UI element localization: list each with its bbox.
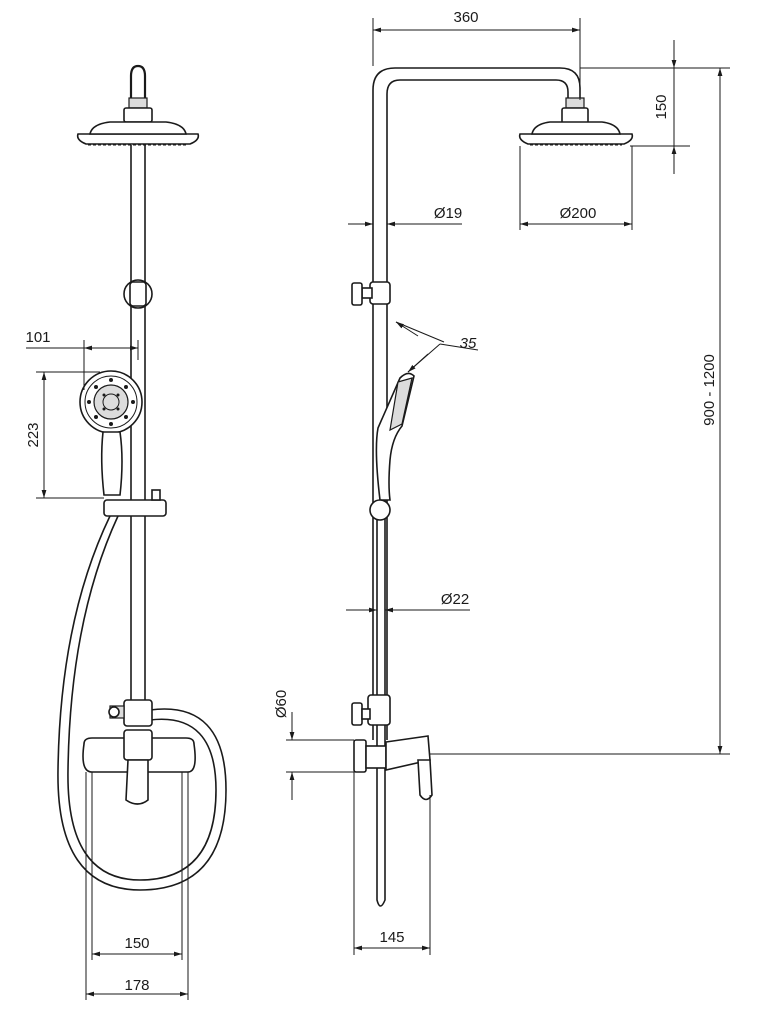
- dim-handshower-offset: 101: [25, 329, 50, 346]
- side-diverter: [367, 694, 391, 726]
- front-head-nut: [128, 97, 148, 109]
- dim-mixer-diameter: Ø60: [273, 690, 290, 718]
- dim-mixer-overall: 178: [124, 977, 149, 994]
- front-diverter: [123, 699, 153, 727]
- dimension-lines: [26, 18, 730, 1000]
- front-rain-head-top: [89, 121, 187, 135]
- dim-wall-offset: 145: [379, 929, 404, 946]
- front-mixer-lever: [125, 759, 149, 805]
- dim-top-width: 360: [453, 9, 478, 26]
- side-riser-inner: [386, 79, 569, 740]
- dim-height-range: 900 - 1200: [701, 354, 718, 426]
- front-hose-inner: [67, 515, 217, 881]
- side-view: [351, 67, 634, 907]
- side-upper-bracket: [369, 281, 391, 305]
- side-riser-outer: [372, 67, 581, 740]
- front-slider-holder: [103, 499, 167, 517]
- dimension-labels: 360 150 Ø19 Ø200 101 223 35 900 - 1200 Ø…: [25, 9, 718, 994]
- front-top-elbow: [129, 64, 147, 100]
- dim-head-drop: 150: [653, 94, 670, 119]
- front-view: [57, 64, 227, 891]
- front-hand-shower: [79, 370, 143, 496]
- side-mixer-wall-plate: [353, 739, 367, 773]
- side-slider: [369, 499, 391, 521]
- dim-mixer-centers: 150: [124, 935, 149, 952]
- front-mixer-handle-base: [123, 729, 153, 761]
- front-hose-outer: [57, 515, 227, 891]
- dim-head-diameter: Ø200: [560, 205, 597, 222]
- dim-pipe-lower: Ø22: [441, 591, 469, 608]
- dim-handshower-length: 223: [25, 422, 42, 447]
- side-rain-head: [518, 133, 634, 145]
- dim-angle: 35: [460, 335, 477, 352]
- side-head-nut: [565, 97, 585, 109]
- side-mixer-body: [365, 745, 387, 769]
- front-head-connector: [123, 107, 153, 123]
- side-mixer-lever: [417, 759, 433, 801]
- front-rain-head: [76, 133, 200, 145]
- dim-pipe-upper: Ø19: [434, 205, 462, 222]
